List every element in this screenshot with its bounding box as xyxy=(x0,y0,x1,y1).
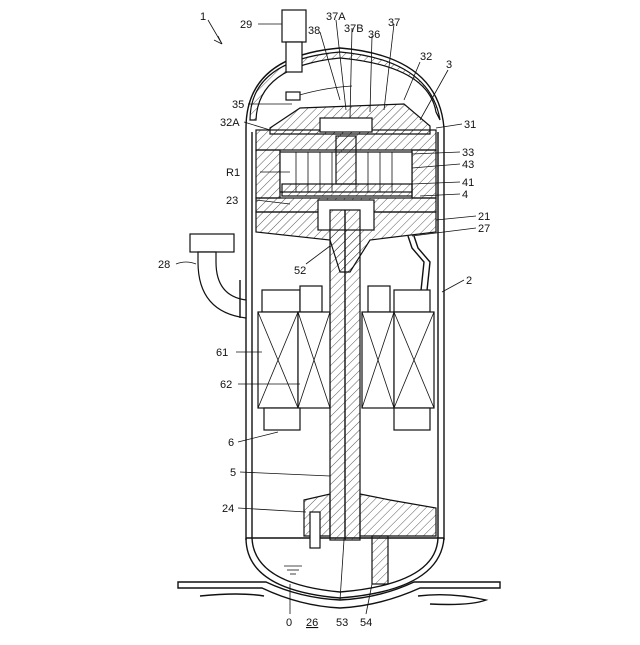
label-6: 6 xyxy=(228,437,234,449)
label-54: 54 xyxy=(360,617,372,629)
label-21: 21 xyxy=(478,211,490,223)
label-31: 31 xyxy=(464,119,476,131)
label-5: 5 xyxy=(230,467,236,479)
label-29: 29 xyxy=(240,19,252,31)
discharge-pipe xyxy=(282,10,306,72)
label-37a: 37A xyxy=(326,11,346,23)
label-38: 38 xyxy=(308,25,320,37)
label-43: 43 xyxy=(462,159,474,171)
label-2: 2 xyxy=(466,275,472,287)
label-26: 26 xyxy=(306,617,318,629)
label-61: 61 xyxy=(216,347,228,359)
label-23: 23 xyxy=(226,195,238,207)
label-r1: R1 xyxy=(226,167,240,179)
label-24: 24 xyxy=(222,503,234,515)
lower-bearing xyxy=(304,494,436,584)
label-32: 32 xyxy=(420,51,432,63)
drive-shaft xyxy=(330,210,360,540)
label-53: 53 xyxy=(336,617,348,629)
label-37: 37 xyxy=(388,17,400,29)
base-feet xyxy=(178,582,500,608)
label-33: 33 xyxy=(462,147,474,159)
label-1: 1 xyxy=(200,11,206,23)
label-4: 4 xyxy=(462,189,468,201)
label-32a: 32A xyxy=(220,117,240,129)
label-62: 62 xyxy=(220,379,232,391)
label-28: 28 xyxy=(158,259,170,271)
label-3: 3 xyxy=(446,59,452,71)
label-27: 27 xyxy=(478,223,490,235)
label-41: 41 xyxy=(462,177,474,189)
label-36: 36 xyxy=(368,29,380,41)
label-35: 35 xyxy=(232,99,244,111)
label-0: 0 xyxy=(286,617,292,629)
label-37b: 37B xyxy=(344,23,364,35)
label-52: 52 xyxy=(294,265,306,277)
suction-pipe xyxy=(190,234,246,318)
oil-level-mark xyxy=(284,566,302,574)
